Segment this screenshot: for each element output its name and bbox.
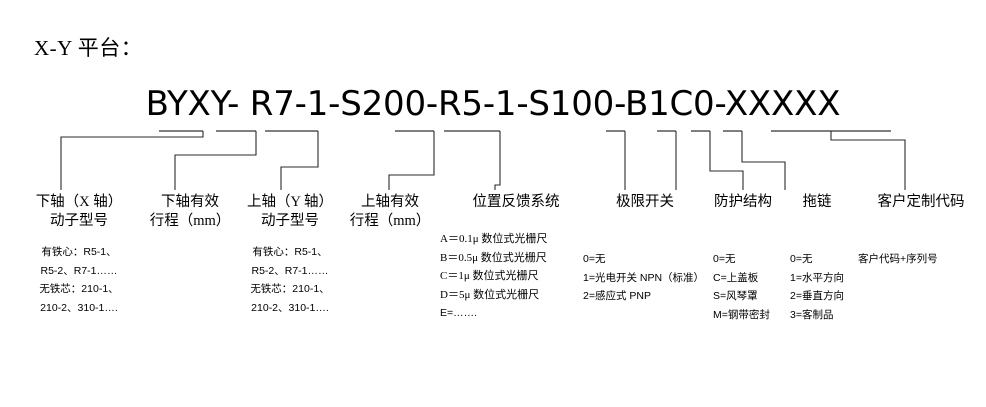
column-heading-line-1: 客户定制代码 — [877, 194, 965, 210]
leader-col-4 — [388, 131, 435, 190]
leader-col-9 — [830, 131, 906, 190]
column-options: 有铁心：R5-1、 R5-2、R7-1…… 无铁芯：210-1、 210-2、3… — [20, 243, 138, 317]
leader-col-8b — [741, 131, 786, 190]
option-item: C=上盖板 — [713, 271, 759, 284]
option-item: 0=无 — [713, 253, 736, 265]
option-item: 有铁心：R5-1、 — [41, 246, 117, 258]
option-item: C＝1μ 数位式光栅尺 — [440, 270, 539, 282]
column-heading-line-2: 动子型号 — [50, 213, 108, 229]
column-heading-line-2: 行程（mm） — [349, 213, 431, 229]
column-heading: 极限开关 — [583, 193, 707, 212]
model-code-string: BYXY- R7-1-S200-R5-1-S100-B1C0-XXXXX — [145, 84, 841, 124]
option-item: S=风琴罩 — [713, 290, 758, 302]
column-heading-line-2: 行程（mm） — [149, 213, 231, 229]
column-heading: 下轴（X 轴） 动子型号 — [20, 193, 138, 231]
option-item: 2=感应式 PNP — [583, 290, 651, 302]
option-item: 210-2、310-1…. — [40, 301, 118, 314]
column-heading-line-1: 位置反馈系统 — [472, 194, 560, 210]
leader-col-1 — [60, 131, 204, 190]
column-protective-structure: 防护结构 0=无 C=上盖板 S=风琴罩 M=钢带密封 — [703, 193, 787, 324]
column-heading: 下轴有效 行程（mm） — [140, 193, 240, 231]
option-item: 无铁芯：210-1、 — [39, 283, 119, 295]
leader-col-2 — [174, 131, 257, 190]
option-item: 0=无 — [790, 253, 813, 265]
column-options: 0=无 C=上盖板 S=风琴罩 M=钢带密封 — [703, 250, 787, 324]
leader-col-3 — [280, 131, 319, 190]
column-cable-chain: 拖链 0=无 1=水平方向 2=垂直方向 3=客制品 — [790, 193, 858, 324]
option-item: M=钢带密封 — [713, 308, 770, 321]
column-heading-line-1: 极限开关 — [616, 194, 674, 210]
column-heading: 防护结构 — [703, 193, 787, 212]
leader-col-5 — [494, 131, 501, 190]
column-upper-axis-effective-stroke: 上轴有效 行程（mm） — [340, 193, 440, 262]
column-options: 客户代码+序列号 — [858, 250, 984, 269]
column-heading: 客户定制代码 — [858, 193, 984, 212]
column-heading-line-1: 拖链 — [802, 194, 832, 210]
option-item: 客户代码+序列号 — [858, 253, 938, 265]
column-options: 0=无 1=水平方向 2=垂直方向 3=客制品 — [790, 250, 858, 324]
option-item: R5-2、R7-1…… — [251, 264, 329, 277]
option-item: 3=客制品 — [790, 308, 834, 321]
column-customer-custom-code: 客户定制代码 客户代码+序列号 — [858, 193, 984, 269]
column-options: 有铁心：R5-1、 R5-2、R7-1…… 无铁芯：210-1、 210-2、3… — [240, 243, 340, 317]
option-item: 1=水平方向 — [790, 271, 844, 284]
option-item: 有铁心：R5-1、 — [252, 246, 328, 258]
column-heading: 上轴（Y 轴） 动子型号 — [240, 193, 340, 231]
column-heading-line-1: 防护结构 — [714, 194, 772, 210]
column-heading-line-1: 下轴有效 — [161, 194, 219, 210]
column-heading-line-1: 上轴（Y 轴） — [246, 194, 334, 210]
option-item: A＝0.1μ 数位式光栅尺 — [440, 233, 548, 245]
option-item: 210-2、310-1…. — [251, 301, 329, 314]
column-lower-axis-mover-model: 下轴（X 轴） 动子型号 有铁心：R5-1、 R5-2、R7-1…… 无铁芯：2… — [20, 193, 138, 317]
option-item: 1=光电开关 NPN（标准） — [583, 271, 705, 284]
column-position-feedback-system: 位置反馈系统 A＝0.1μ 数位式光栅尺 B＝0.5μ 数位式光栅尺 C＝1μ … — [440, 193, 592, 323]
option-item: 2=垂直方向 — [790, 290, 844, 302]
column-heading: 上轴有效 行程（mm） — [340, 193, 440, 231]
option-item: B＝0.5μ 数位式光栅尺 — [440, 251, 547, 264]
column-options: A＝0.1μ 数位式光栅尺 B＝0.5μ 数位式光栅尺 C＝1μ 数位式光栅尺 … — [440, 230, 592, 323]
column-options: 0=无 1=光电开关 NPN（标准） 2=感应式 PNP — [583, 250, 707, 306]
column-heading-line-1: 下轴（X 轴） — [35, 194, 123, 210]
option-item: E=……. — [440, 307, 478, 319]
column-heading-line-2: 动子型号 — [261, 213, 319, 229]
column-lower-axis-effective-stroke: 下轴有效 行程（mm） — [140, 193, 240, 262]
column-heading-line-1: 上轴有效 — [361, 194, 419, 210]
option-item: 0=无 — [583, 253, 606, 265]
column-limit-switch: 极限开关 0=无 1=光电开关 NPN（标准） 2=感应式 PNP — [583, 193, 707, 306]
leader-col-8 — [709, 131, 744, 190]
page-title: X-Y 平台： — [34, 36, 143, 60]
column-upper-axis-mover-model: 上轴（Y 轴） 动子型号 有铁心：R5-1、 R5-2、R7-1…… 无铁芯：2… — [240, 193, 340, 317]
option-item: 无铁芯：210-1、 — [250, 283, 330, 295]
column-heading: 拖链 — [790, 193, 858, 212]
option-item: D＝5μ 数位式光栅尺 — [440, 288, 540, 301]
column-heading: 位置反馈系统 — [440, 193, 592, 212]
option-item: R5-2、R7-1…… — [40, 264, 118, 277]
